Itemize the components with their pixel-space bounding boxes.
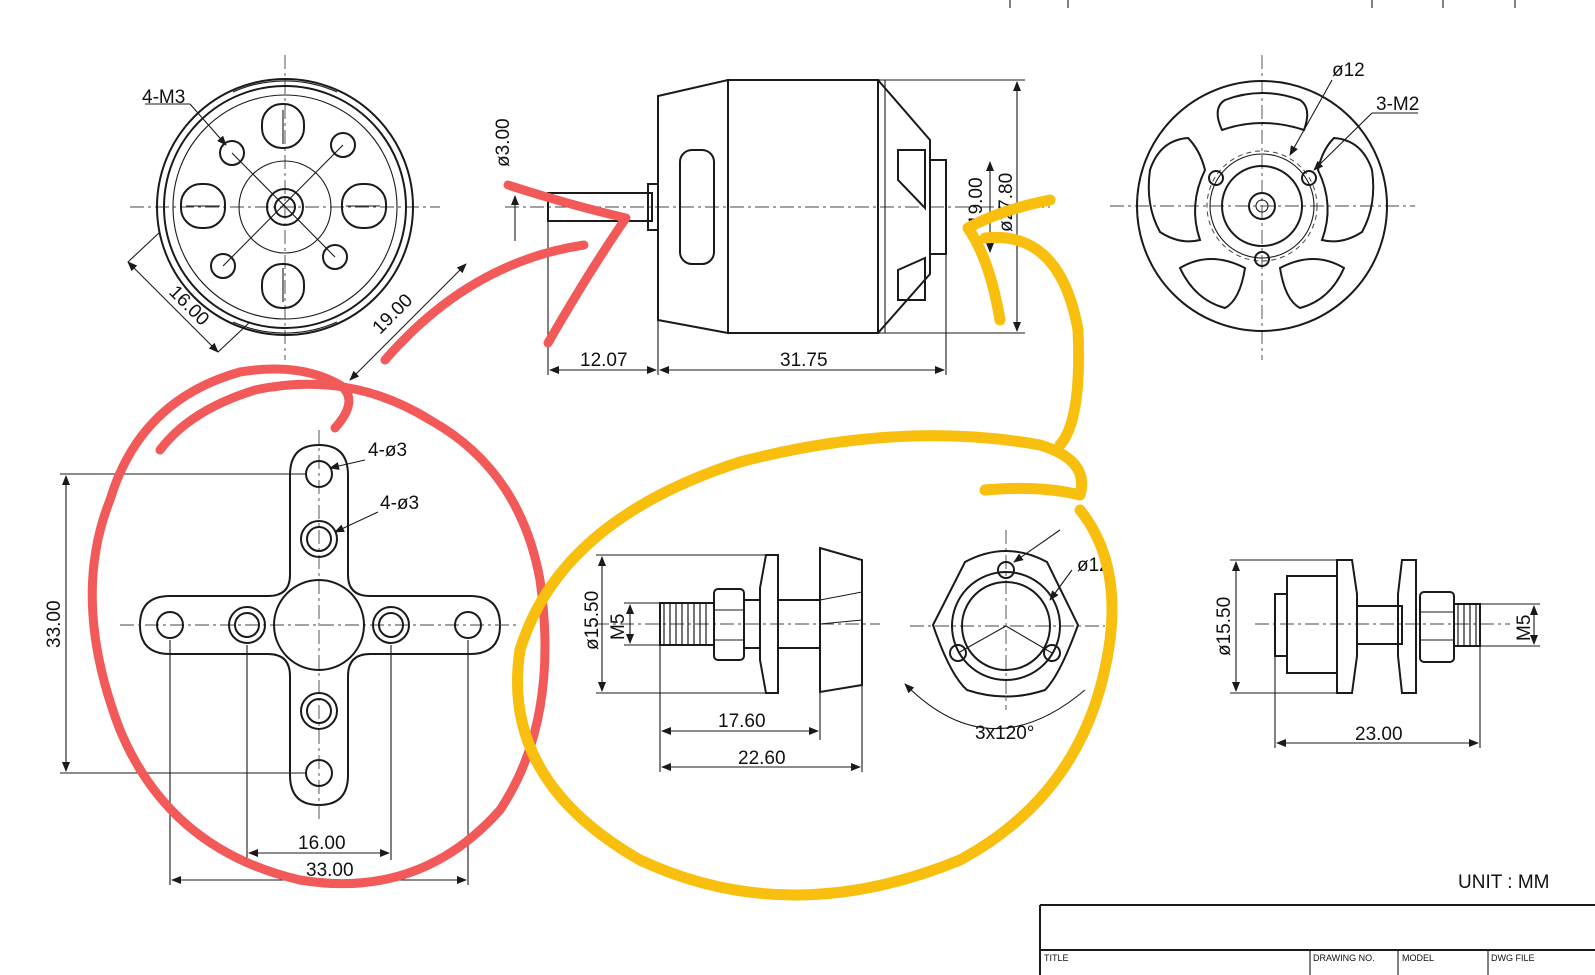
yellow-annotation [512, 194, 1118, 901]
adapter2-thread-label: M5 [1514, 615, 1535, 641]
shaft-length-dim: 12.07 [580, 350, 628, 371]
adapter-len-b-dim: 22.60 [738, 748, 786, 769]
mount-hole-label-a: 4-ø3 [368, 440, 407, 461]
side-dim-19: 19.00 [966, 177, 987, 225]
adapter-alt-side-view [1230, 559, 1540, 748]
motor-front-view [127, 55, 467, 381]
collet-angle-label: 3x120° [975, 723, 1034, 744]
mount-width-dim: 33.00 [306, 860, 354, 881]
title-cell-title: TITLE [1044, 953, 1069, 963]
side-dim-27: ø27.80 [996, 173, 1017, 232]
mount-inner-dim: 16.00 [298, 833, 346, 854]
unit-label: UNIT : MM [1458, 872, 1549, 893]
rear-holes-label: 3-M2 [1376, 94, 1419, 115]
title-cell-drawing-no: DRAWING NO. [1313, 953, 1375, 963]
collet-front-view [904, 529, 1105, 730]
adapter-dia-dim: ø15.50 [582, 591, 603, 650]
shaft-dia-label: ø3.00 [493, 118, 514, 167]
front-holes-label: 4-M3 [142, 87, 185, 108]
adapter2-len-dim: 23.00 [1355, 724, 1403, 745]
title-cell-dwg-file: DWG FILE [1491, 953, 1535, 963]
prop-adapter-side-view [595, 546, 880, 772]
mount-height-dim: 33.00 [44, 600, 65, 648]
title-cell-model: MODEL [1402, 953, 1434, 963]
motor-rear-view [1110, 55, 1418, 360]
body-length-dim: 31.75 [780, 350, 828, 371]
red-annotation [87, 180, 631, 889]
mount-hole-label-b: 4-ø3 [380, 493, 419, 514]
adapter-thread-label: M5 [608, 614, 629, 640]
x-mount-plate [60, 430, 520, 885]
title-block [1039, 904, 1595, 975]
adapter2-dia-dim: ø15.50 [1214, 597, 1235, 656]
adapter-len-a-dim: 17.60 [718, 711, 766, 732]
title-block-top-ticks [1009, 0, 1516, 8]
rear-dia-label: ø12 [1332, 60, 1365, 81]
motor-side-view [505, 78, 1050, 375]
